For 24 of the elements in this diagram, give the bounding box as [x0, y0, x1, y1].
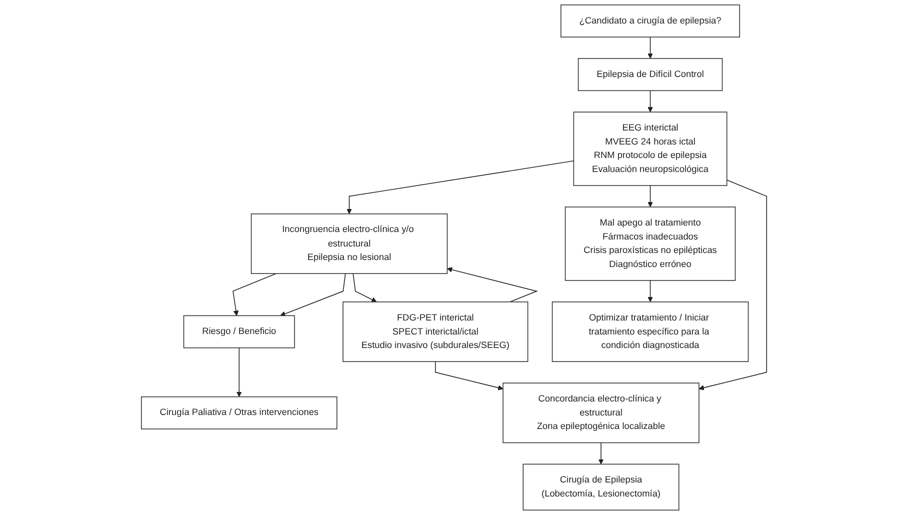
- node-box: EEG interictal MVEEG 24 horas ictal RNM protocolo de epilepsia Evaluación neuropsicológica: [573, 112, 728, 186]
- node-box: Incongruencia electro-clínica y/o estructural Epilepsia no lesional: [250, 213, 448, 274]
- node-box: Epilepsia de Difícil Control: [578, 58, 723, 92]
- arrow: [648, 185, 653, 208]
- node-box: Cirugía de Epilepsia (Lobectomía, Lesionectomía): [522, 464, 680, 510]
- arrow: [280, 273, 346, 316]
- arrow: [648, 36, 653, 59]
- arrow: [698, 180, 768, 390]
- arrow: [648, 280, 653, 302]
- node-box: FDG-PET interictal SPECT interictal/ictal Estudio invasivo (subdurales/SEEG): [342, 302, 528, 362]
- arrow: [352, 273, 377, 302]
- node-box: Cirugía Paliativa / Otras intervenciones: [140, 396, 338, 430]
- node-box: Concordancia electro-clínica y estructural Zona epileptogénica localizable: [502, 382, 700, 444]
- arrow: [232, 273, 277, 316]
- arrow: [435, 361, 504, 390]
- arrow: [598, 442, 604, 464]
- arrow: [648, 90, 653, 112]
- arrow: [236, 347, 242, 398]
- node-box: Riesgo / Beneficio: [183, 315, 295, 348]
- node-box: Optimizar tratamiento / Iniciar tratamiento específico para la condición diagnosticada: [552, 302, 749, 362]
- node-box: Mal apego al tratamiento Fármacos inadecuados Crisis paroxísticas no epilépticas Diagnóstico erróneo: [564, 206, 736, 281]
- arrow: [447, 267, 538, 302]
- arrow: [346, 160, 574, 214]
- node-box: ¿Candidato a cirugía de epilepsia?: [560, 4, 740, 38]
